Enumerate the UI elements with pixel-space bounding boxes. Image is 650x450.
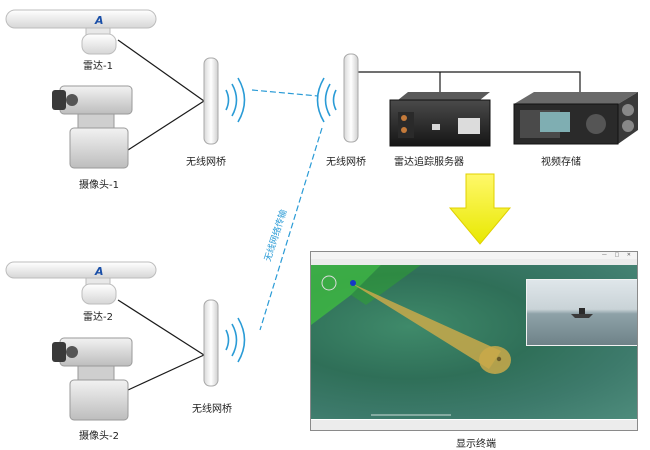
svg-text:A: A xyxy=(94,14,104,27)
down-arrow-icon xyxy=(448,173,512,245)
server-box-icon xyxy=(389,92,491,147)
wireless-link-label: 无线网络传输 xyxy=(261,208,289,263)
bridge-left-top-signal-icon xyxy=(225,77,246,123)
camera-1-ptz-camera-icon xyxy=(52,85,133,169)
bridge-left-top-label: 无线网桥 xyxy=(186,157,226,168)
display-label: 显示终端 xyxy=(456,439,496,450)
bridge-left-bottom-icon xyxy=(203,299,219,387)
camera-1-label: 摄像头-1 xyxy=(79,180,119,191)
svg-text:A: A xyxy=(94,265,104,278)
wired-connections xyxy=(117,39,581,391)
monitor-menu-bar xyxy=(311,259,637,265)
window-controls-icon: — □ ✕ xyxy=(601,252,634,258)
camera-2-ptz-camera-icon xyxy=(52,337,133,421)
camera-feed-inset xyxy=(526,279,637,346)
bridge-right-icon xyxy=(343,53,359,143)
bridge-right-signal-icon xyxy=(316,77,337,123)
server-label: 雷达追踪服务器 xyxy=(394,157,464,168)
radar-1-antenna-icon: A xyxy=(5,9,157,55)
radar-1-label: 雷达-1 xyxy=(83,61,113,72)
bridge-left-bottom-signal-icon xyxy=(225,317,246,363)
bridge-right-label: 无线网桥 xyxy=(326,157,366,168)
camera-2-label: 摄像头-2 xyxy=(79,431,119,442)
storage-label: 视频存储 xyxy=(541,157,581,168)
radar-2-label: 雷达-2 xyxy=(83,312,113,323)
target-marker-icon xyxy=(350,280,356,286)
wireless-links xyxy=(251,89,323,331)
pan-control-icon xyxy=(321,275,337,291)
display-terminal-screen: — □ ✕ xyxy=(310,251,638,431)
radar-2-antenna-icon: A xyxy=(5,261,157,305)
nvr-storage-icon xyxy=(513,92,638,145)
monitor-title-bar xyxy=(311,252,637,259)
bridge-left-top-icon xyxy=(203,57,219,145)
monitor-status-bar xyxy=(311,420,637,430)
radar-beam-sector xyxy=(351,283,501,369)
bridge-left-bottom-label: 无线网桥 xyxy=(192,404,232,415)
